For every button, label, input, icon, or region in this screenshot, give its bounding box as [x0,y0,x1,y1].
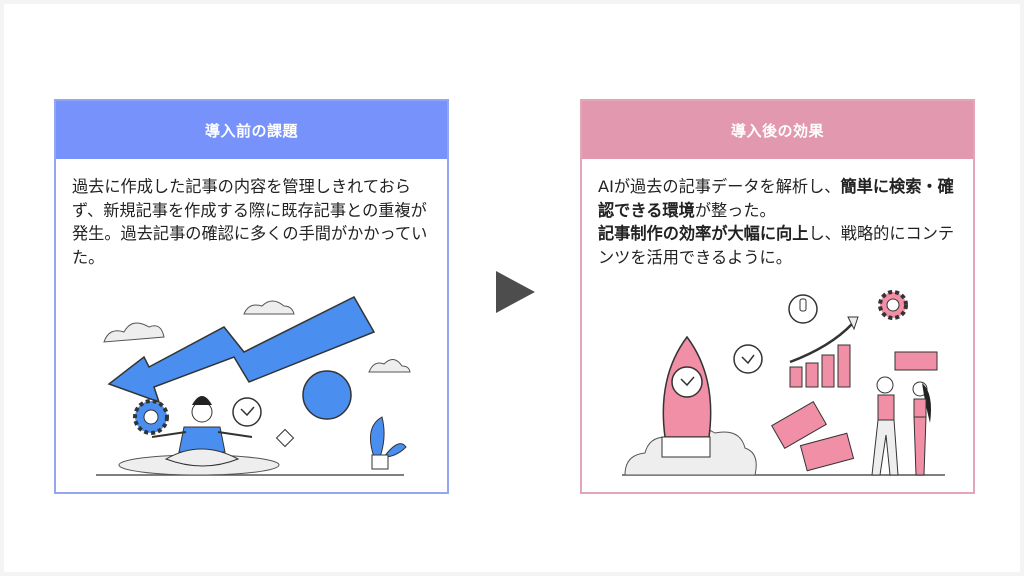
after-title: 導入後の効果 [730,121,824,140]
meditating-person-illustration-icon [96,296,411,476]
play-triangle-icon [496,271,535,313]
before-title: 導入前の課題 [204,121,298,140]
after-card-header: 導入後の効果 [582,101,973,159]
highlight-efficiency: 記事制作の効率が大幅に向上 [598,224,809,243]
highlight-search: 簡単に検索・確認できる環境 [598,177,954,220]
slide: 導入前の課題 過去に作成した記事の内容を管理しきれておらず、新規記事を作成する際… [4,4,1020,572]
before-card-header: 導入前の課題 [56,101,447,159]
text-segment: が整った。 [694,200,776,220]
after-card: 導入後の効果 AIが過去の記事データを解析し、簡単に検索・確認できる環境が整った… [580,99,975,494]
after-description: AIが過去の記事データを解析し、簡単に検索・確認できる環境が整った。記事制作の効… [582,159,973,269]
rocket-growth-illustration-icon [622,290,945,476]
text-segment: し、戦略的にコンテンツを活用できるように。 [598,224,955,267]
before-description: 過去に作成した記事の内容を管理しきれておらず、新規記事を作成する際に既存記事との… [72,177,428,267]
before-card: 導入前の課題 過去に作成した記事の内容を管理しきれておらず、新規記事を作成する際… [54,99,449,494]
text-segment: AIが過去の記事データを解析し、 [598,177,841,196]
